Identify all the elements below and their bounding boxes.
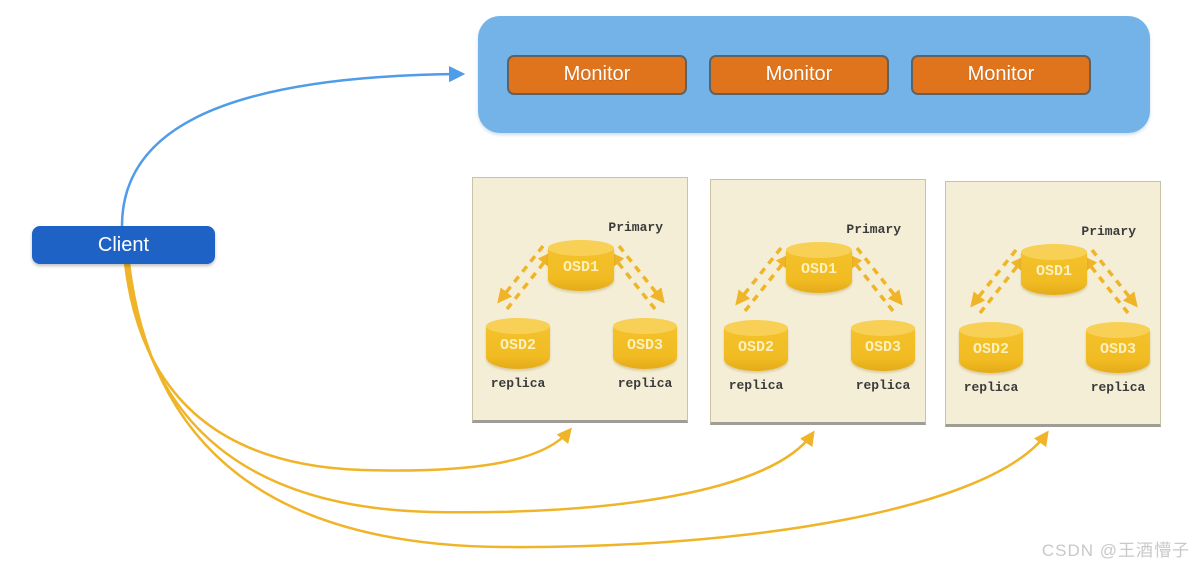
osd-label: OSD3	[626, 337, 663, 354]
replica-label: replica	[963, 380, 1019, 395]
osd-group-panel-2: Primary OSD1 OSD2 OSD3 replica replica	[710, 179, 926, 425]
osd-label: OSD1	[1035, 263, 1072, 280]
cylinder-top	[1021, 244, 1087, 260]
osd2-node: OSD2	[724, 320, 788, 371]
cylinder-top	[959, 322, 1023, 338]
osd-group-panel-3: Primary OSD1 OSD2 OSD3 replica replica	[945, 181, 1161, 427]
replica-label: replica	[1090, 380, 1146, 395]
cylinder-top	[613, 318, 677, 334]
osd1-node: OSD1	[1021, 244, 1087, 295]
osd-label: OSD3	[864, 339, 901, 356]
monitor-node-3: Monitor	[911, 54, 1091, 95]
osd1-node: OSD1	[786, 242, 852, 293]
cylinder-top	[851, 320, 915, 336]
osd-label: OSD2	[972, 341, 1009, 358]
primary-label: Primary	[846, 222, 901, 237]
primary-label: Primary	[608, 220, 663, 235]
osd1-node: OSD1	[548, 240, 614, 291]
replication-arrows	[497, 244, 665, 311]
replica-label: replica	[855, 378, 911, 393]
cylinder-top	[786, 242, 852, 258]
client-to-monitors-arrow	[120, 65, 466, 227]
osd3-node: OSD3	[613, 318, 677, 369]
cylinder-top	[1086, 322, 1150, 338]
replication-arrows	[735, 246, 903, 313]
osd3-node: OSD3	[1086, 322, 1150, 373]
osd3-node: OSD3	[851, 320, 915, 371]
osd2-node: OSD2	[486, 318, 550, 369]
osd2-node: OSD2	[959, 322, 1023, 373]
primary-label: Primary	[1081, 224, 1136, 239]
replication-arrows	[970, 248, 1138, 315]
replica-label: replica	[728, 378, 784, 393]
osd-label: OSD1	[562, 259, 599, 276]
osd-group-panel-1: Primary OSD1 OSD2 OSD3 replica replica	[472, 177, 688, 423]
monitor-cluster-box: Monitor Monitor Monitor	[478, 16, 1150, 133]
cylinder-top	[724, 320, 788, 336]
osd-label: OSD2	[737, 339, 774, 356]
osd-label: OSD1	[800, 261, 837, 278]
monitor-node-1: Monitor	[507, 54, 687, 95]
osd-label: OSD3	[1099, 341, 1136, 358]
replica-label: replica	[617, 376, 673, 391]
osd-label: OSD2	[499, 337, 536, 354]
replica-label: replica	[490, 376, 546, 391]
cylinder-top	[486, 318, 550, 334]
watermark: CSDN @王酒懵子	[1041, 541, 1190, 560]
monitor-node-2: Monitor	[709, 54, 889, 95]
cylinder-top	[548, 240, 614, 256]
client-node: Client	[32, 226, 215, 264]
